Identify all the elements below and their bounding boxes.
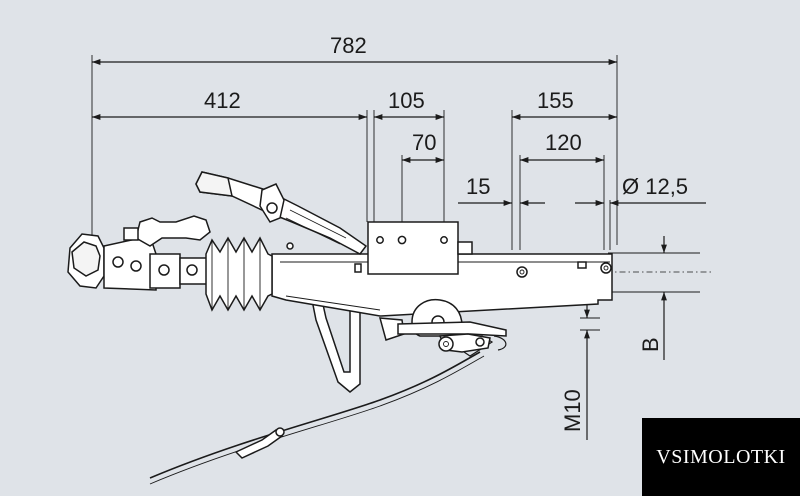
flange-hole-2 — [397, 235, 407, 245]
dim-flange-hole-spacing: 70 — [412, 130, 436, 155]
dim-coupling-to-flange: 412 — [204, 88, 241, 113]
mounting-flange — [367, 221, 473, 275]
dim-flange-width: 105 — [388, 88, 425, 113]
dim-width-b: B — [638, 337, 663, 352]
support-stand — [311, 299, 361, 393]
brake-linkage — [378, 298, 507, 353]
dim-hole-diameter: Ø 12,5 — [622, 174, 688, 199]
watermark-text: VSIMOLOTKI — [656, 445, 786, 468]
watermark-logo: VSIMOLOTKI — [642, 418, 800, 496]
flange-hole-1 — [376, 236, 384, 244]
brake-cable — [149, 335, 494, 485]
dim-rear-outer: 155 — [537, 88, 574, 113]
flange-hole-3 — [440, 236, 448, 244]
dimension-labels: 782 412 105 70 15 155 120 Ø 12,5 M10 B — [204, 33, 688, 432]
coupling-head — [67, 215, 211, 291]
rear-holes — [516, 262, 612, 278]
extension-lines — [91, 55, 618, 250]
handbrake-lever — [195, 171, 368, 255]
dim-thread: M10 — [560, 389, 585, 432]
dim-rear-hole-spacing: 120 — [545, 130, 582, 155]
dim-overall-length: 782 — [330, 33, 367, 58]
bellows — [205, 236, 273, 312]
dim-hole-offset: 15 — [466, 174, 490, 199]
dimension-lines — [92, 59, 706, 440]
